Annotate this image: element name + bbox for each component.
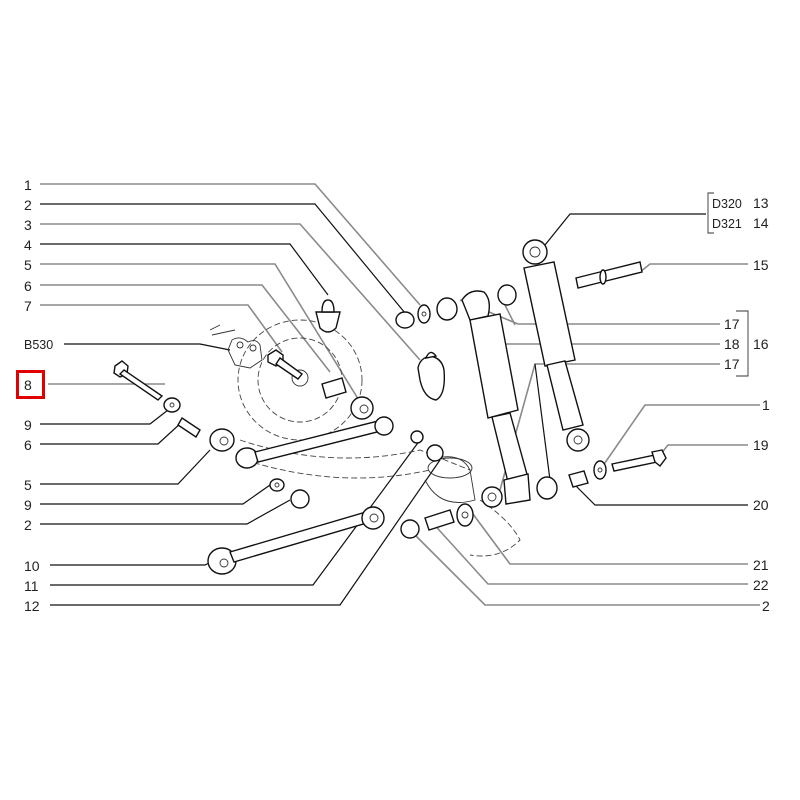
callout-label-8[interactable]: 8: [24, 377, 32, 393]
part-17-bushing-right: [497, 284, 517, 306]
callout-label-b530[interactable]: B530: [24, 338, 53, 352]
callout-label-1-right[interactable]: 1: [762, 397, 770, 413]
part-22-sleeve: [424, 509, 455, 531]
part-6-sleeve: [177, 417, 201, 438]
callout-label-21[interactable]: 21: [753, 557, 769, 573]
callout-label-20[interactable]: 20: [753, 497, 769, 513]
callout-label-10[interactable]: 10: [24, 558, 40, 574]
part-19-bolt: [611, 449, 667, 472]
part-4-bump-stop: [315, 299, 341, 333]
part-shock-absorber-18: [461, 290, 531, 508]
part-2-nut-bottom: [400, 519, 420, 539]
part-21-bushing: [456, 503, 474, 527]
callout-label-11[interactable]: 11: [24, 578, 39, 594]
part-5-bushing-upper: [350, 396, 374, 420]
part-10-lower-control-arm: [207, 506, 385, 575]
part-11-nut: [426, 444, 444, 462]
callout-label-19[interactable]: 19: [753, 437, 769, 453]
callout-label-7[interactable]: 7: [24, 298, 32, 314]
part-1-washer-lower: [593, 460, 607, 480]
part-9-washer-lower: [269, 478, 285, 492]
callout-label-2-right[interactable]: 2: [762, 598, 770, 614]
callout-label-17a[interactable]: 17: [724, 316, 740, 332]
callout-label-9b[interactable]: 9: [24, 497, 32, 513]
part-12-clip: [410, 430, 424, 444]
bracket-13-14: [707, 192, 714, 234]
callout-label-12[interactable]: 12: [24, 598, 40, 614]
highlight-box: [16, 370, 45, 399]
part-20-sleeve: [568, 470, 589, 488]
callout-label-17b[interactable]: 17: [724, 356, 740, 372]
callout-label-5[interactable]: 5: [24, 257, 32, 273]
upper-control-arm: [235, 416, 394, 469]
callout-label-2b[interactable]: 2: [24, 517, 32, 533]
callout-label-1[interactable]: 1: [24, 177, 32, 193]
callout-label-9[interactable]: 9: [24, 417, 32, 433]
callout-label-22[interactable]: 22: [753, 577, 769, 593]
b530-bracket: [227, 337, 263, 369]
callout-label-4[interactable]: 4: [24, 237, 32, 253]
callout-label-5b[interactable]: 5: [24, 477, 32, 493]
part-7-bolt: [267, 349, 304, 380]
callout-label-2[interactable]: 2: [24, 197, 32, 213]
callout-label-18[interactable]: 18: [724, 336, 740, 352]
callout-label-16[interactable]: 16: [753, 336, 769, 352]
code-d321[interactable]: D321: [712, 217, 742, 231]
leader-lines: [40, 183, 760, 606]
callout-label-14[interactable]: 14: [753, 215, 769, 231]
part-5-bushing: [209, 428, 235, 452]
part-9-washer: [163, 397, 181, 413]
callout-label-3[interactable]: 3: [24, 217, 32, 233]
callout-label-6[interactable]: 6: [24, 278, 32, 294]
left-labels: 1 2 3 4 5 6 7 B530 8 9 6 5 9 2 10 11 12: [16, 177, 53, 614]
part-17-bushing-lower: [536, 476, 558, 500]
right-labels: D320 13 D321 14 15 17 18 17 16 1 19 20 2…: [707, 192, 770, 614]
code-d320[interactable]: D320: [712, 197, 742, 211]
part-3-bump-cone: [417, 351, 446, 401]
bracket-16: [736, 310, 749, 377]
part-1-washer: [417, 304, 431, 324]
callout-label-13[interactable]: 13: [753, 195, 769, 211]
parts: [113, 239, 667, 575]
part-shock-absorber-13-14: [522, 239, 590, 452]
part-17-bushing-top: [436, 297, 458, 321]
callout-label-15[interactable]: 15: [753, 257, 769, 273]
part-2-nut-lower: [290, 489, 310, 509]
callout-label-6b[interactable]: 6: [24, 437, 32, 453]
part-15-pin: [575, 261, 643, 289]
part-8-bolt: [113, 360, 164, 401]
part-2-nut: [395, 311, 415, 329]
part-6-sleeve-upper: [321, 377, 347, 399]
